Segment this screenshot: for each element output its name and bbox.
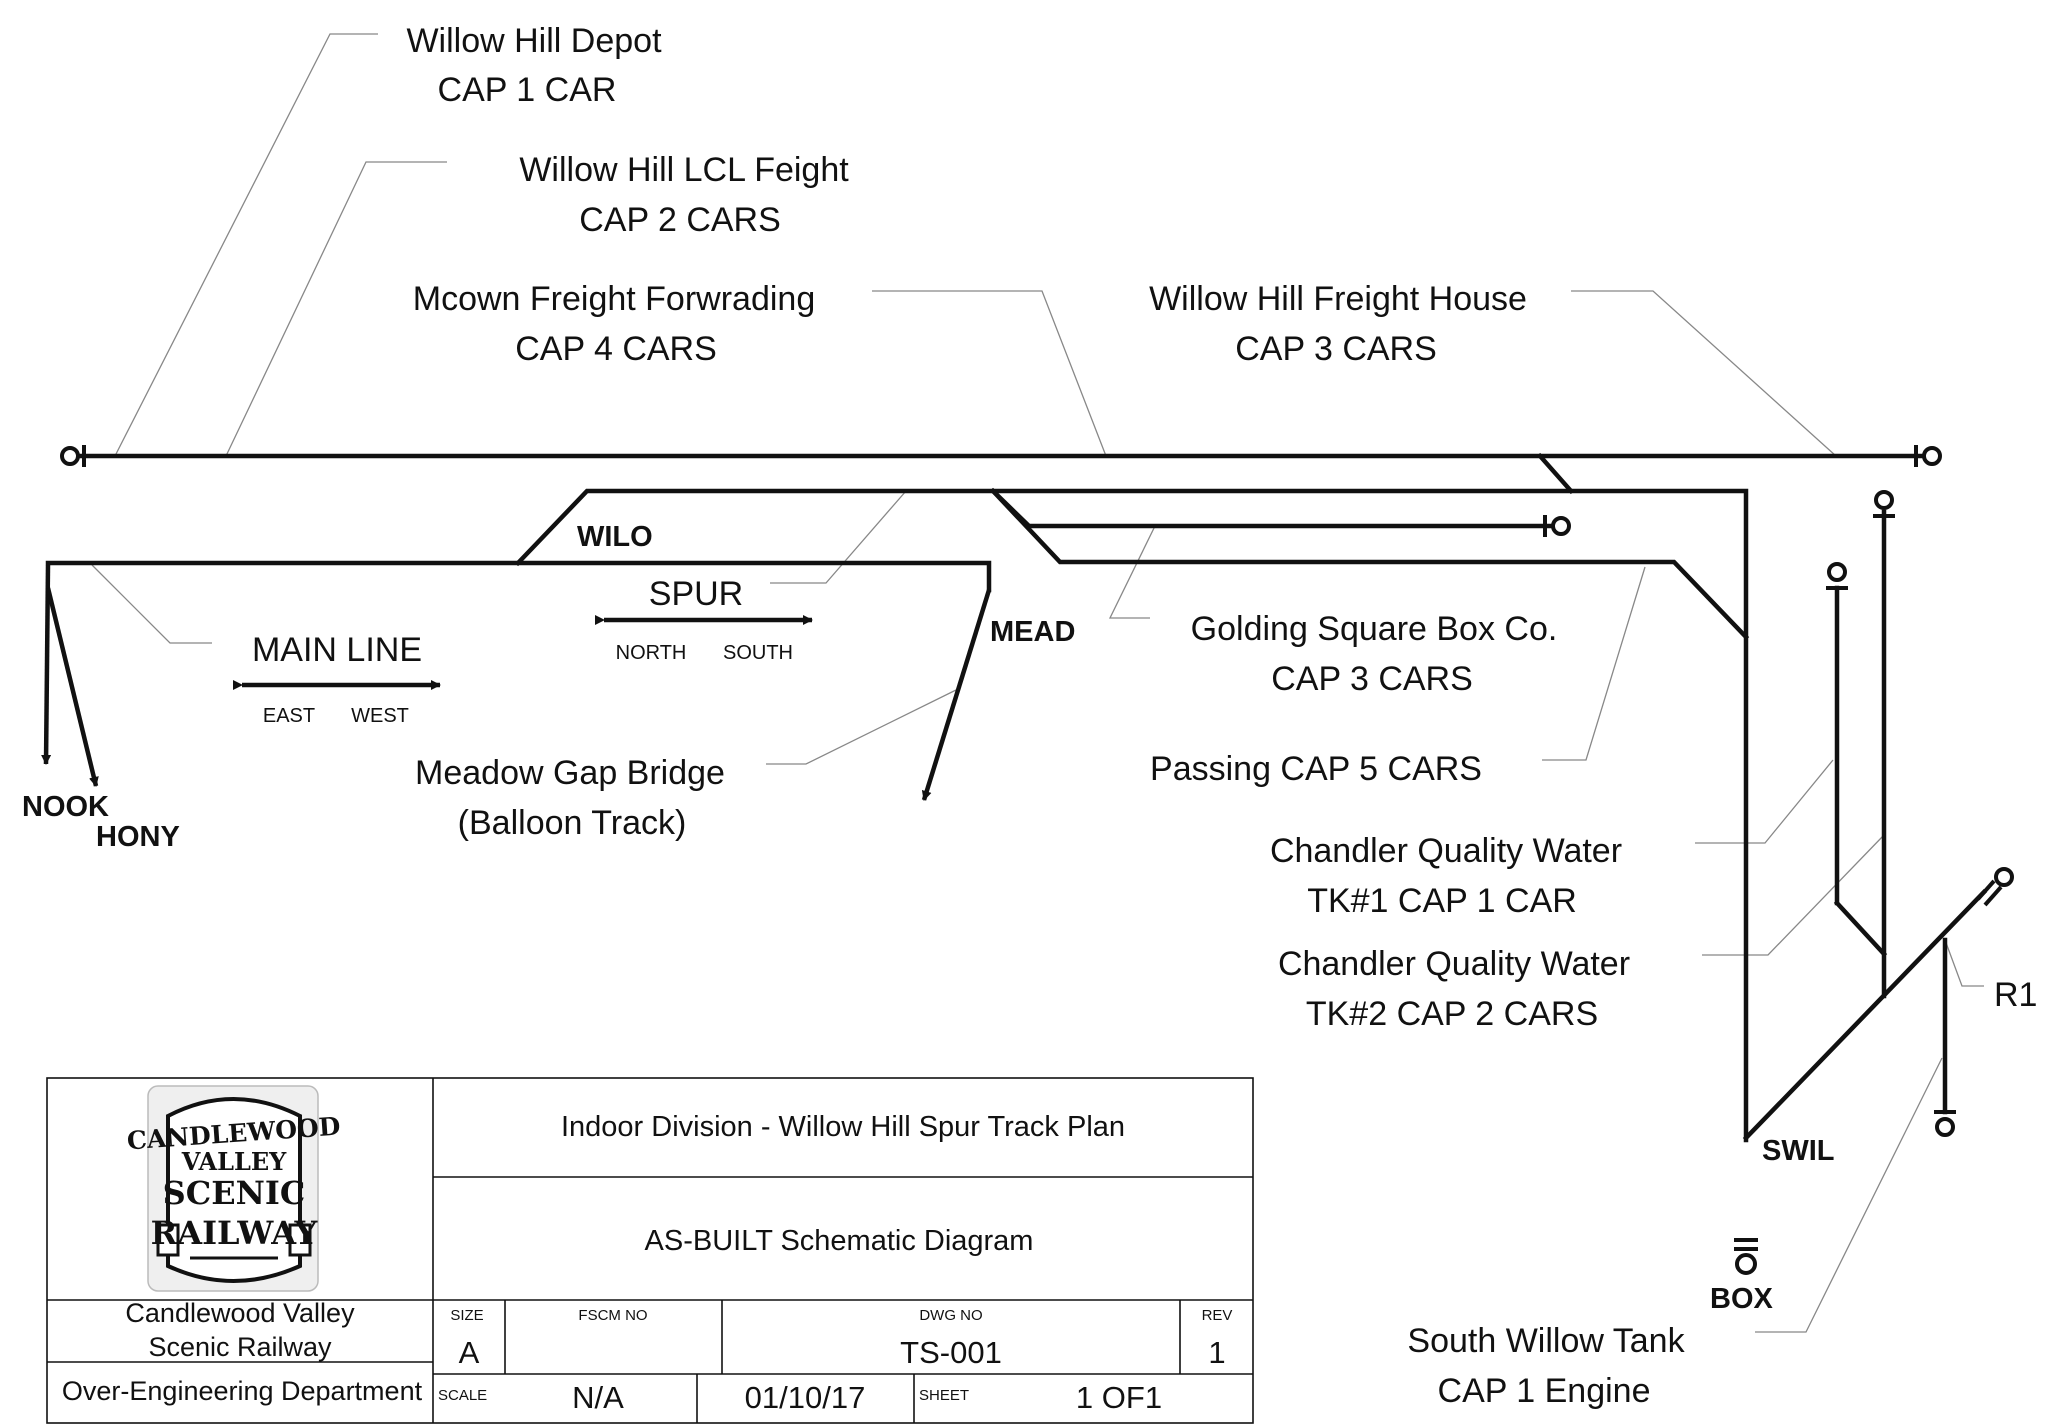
spur-north-label: NORTH — [616, 642, 687, 664]
label-south-willow-cap: CAP 1 Engine — [1438, 1372, 1651, 1410]
label-freight-house-cap: CAP 3 CARS — [1235, 330, 1437, 368]
spur-south-label: SOUTH — [723, 642, 793, 664]
drawing-subtitle: AS-BUILT Schematic Diagram — [645, 1225, 1034, 1257]
bumper-box — [1734, 1238, 1758, 1275]
arrow-mead — [921, 589, 992, 801]
bumper-golding — [1543, 515, 1571, 537]
label-depot-cap: CAP 1 CAR — [438, 71, 617, 109]
leader-r1 — [1944, 939, 1984, 987]
track-arrows — [41, 564, 992, 801]
label-passing: Passing CAP 5 CARS — [1150, 750, 1482, 788]
leader-golding — [1108, 525, 1156, 619]
bumper-east-end — [1914, 445, 1942, 467]
station-box: BOX — [1710, 1283, 1774, 1315]
label-mcown-name: Mcown Freight Forwrading — [413, 280, 815, 318]
leader-south-willow — [1755, 1057, 1943, 1333]
track-passing — [989, 487, 1750, 641]
track-freight-house-spur — [1536, 452, 1575, 495]
track-willo-lead — [514, 488, 1749, 1143]
department-name: Over-Engineering Department — [62, 1376, 423, 1406]
logo-line-4: RAILWAY — [151, 1214, 319, 1252]
leader-lines — [91, 33, 1984, 1333]
track-golding-spur — [989, 487, 1558, 529]
org-name-line1: Candlewood Valley — [125, 1298, 355, 1328]
label-mcown-cap: CAP 4 CARS — [515, 330, 717, 368]
leader-main-line — [91, 564, 212, 644]
dwg-no-label: DWG NO — [919, 1307, 982, 1324]
bumper-cqw2 — [1873, 490, 1895, 518]
dwg-no-value: TS-001 — [900, 1335, 1002, 1370]
label-freight-house-name: Willow Hill Freight House — [1149, 280, 1527, 318]
label-r1: R1 — [1994, 976, 2037, 1014]
bumper-south-willow — [1934, 1110, 1956, 1137]
rev-label: REV — [1202, 1307, 1233, 1324]
arrow-nook — [41, 564, 52, 765]
sheet-label: SHEET — [919, 1387, 969, 1404]
station-nook: NOOK — [22, 791, 109, 823]
bumper-r1 — [1976, 867, 2014, 907]
label-golding-cap: CAP 3 CARS — [1271, 660, 1473, 698]
main-line-label: MAIN LINE — [252, 631, 422, 669]
station-wilo: WILO — [577, 521, 653, 553]
station-mead: MEAD — [990, 616, 1075, 648]
drawing-title: Indoor Division - Willow Hill Spur Track… — [561, 1111, 1125, 1143]
label-depot-name: Willow Hill Depot — [406, 22, 662, 60]
leader-mcown — [872, 290, 1107, 457]
track-main-line — [45, 560, 992, 593]
leader-cqw2 — [1702, 834, 1885, 956]
bumper-west-end — [60, 445, 86, 467]
leader-depot — [114, 33, 378, 457]
leader-spur — [770, 490, 907, 584]
title-block: CANDLEWOOD VALLEY SCENIC RAILWAY Candlew… — [46, 1077, 1254, 1424]
label-cqw2-cap: TK#2 CAP 2 CARS — [1306, 995, 1598, 1033]
main-line-west-label: WEST — [351, 705, 409, 727]
railway-logo: CANDLEWOOD VALLEY SCENIC RAILWAY — [126, 1085, 341, 1292]
label-meadow-sub: (Balloon Track) — [458, 804, 687, 842]
direction-arrows — [233, 615, 813, 690]
main-line-east-label: EAST — [263, 705, 315, 727]
size-label: SIZE — [450, 1307, 483, 1324]
arrow-hony — [45, 587, 99, 787]
label-south-willow-name: South Willow Tank — [1407, 1322, 1685, 1360]
label-golding-name: Golding Square Box Co. — [1191, 610, 1558, 648]
bumper-cqw1 — [1826, 562, 1848, 590]
size-value: A — [459, 1335, 480, 1370]
label-lcl-cap: CAP 2 CARS — [579, 201, 781, 239]
track-swil-wye — [1742, 888, 1988, 1142]
leader-cqw1 — [1695, 759, 1834, 844]
sheet-value: 1 OF1 — [1076, 1380, 1162, 1415]
spur-label: SPUR — [649, 575, 743, 613]
label-meadow-name: Meadow Gap Bridge — [415, 754, 725, 792]
label-cqw2-name: Chandler Quality Water — [1278, 945, 1630, 983]
leader-lcl — [225, 161, 447, 457]
label-cqw1-name: Chandler Quality Water — [1270, 832, 1622, 870]
leader-passing — [1542, 566, 1646, 761]
org-name-line2: Scenic Railway — [148, 1332, 332, 1362]
logo-line-3: SCENIC — [163, 1174, 306, 1212]
diagram-labels: Willow Hill Depot CAP 1 CAR Willow Hill … — [22, 22, 2037, 1410]
logo-line-2: VALLEY — [181, 1147, 287, 1176]
bumpers — [60, 445, 2014, 1275]
label-lcl-name: Willow Hill LCL Feight — [519, 151, 849, 189]
leader-meadow — [766, 689, 957, 765]
scale-value: N/A — [572, 1380, 624, 1415]
fscm-label: FSCM NO — [578, 1307, 647, 1324]
track-cqw1-join — [1833, 899, 1888, 958]
drawing-date: 01/10/17 — [745, 1380, 866, 1415]
tracks — [45, 452, 1988, 1143]
scale-label: SCALE — [438, 1387, 487, 1404]
station-swil: SWIL — [1762, 1135, 1835, 1167]
label-cqw1-cap: TK#1 CAP 1 CAR — [1307, 882, 1577, 920]
rev-value: 1 — [1208, 1335, 1225, 1370]
leader-freight-house — [1571, 290, 1837, 457]
station-hony: HONY — [96, 821, 180, 853]
